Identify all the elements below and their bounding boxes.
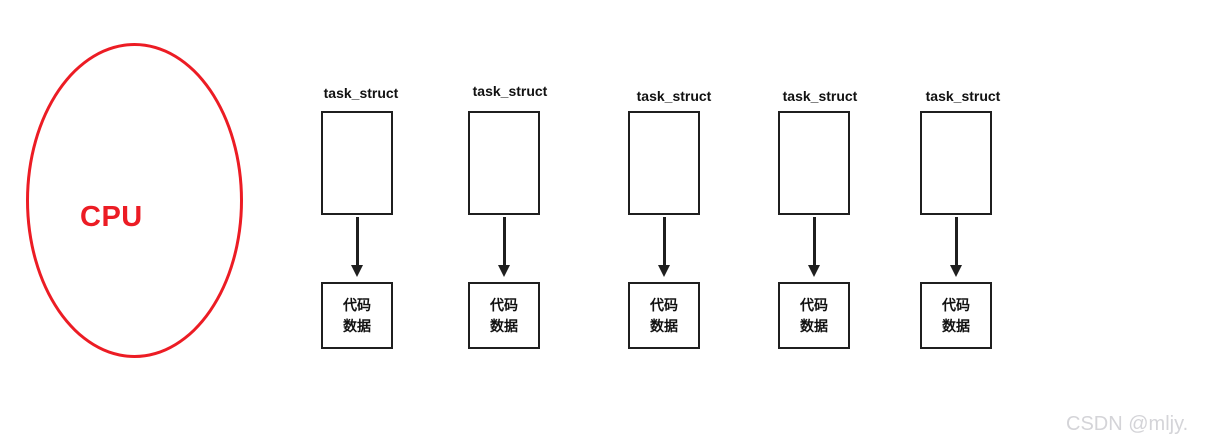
down-arrow-icon — [950, 215, 962, 282]
code-data-box: 代码 数据 — [321, 282, 393, 349]
arrow-line — [954, 217, 958, 266]
task-struct-label: task_struct — [323, 85, 399, 101]
cpu-ellipse — [26, 43, 243, 358]
code-label: 代码 — [490, 296, 518, 313]
watermark: CSDN @mljy. — [1066, 413, 1189, 435]
arrow-line — [662, 217, 666, 266]
task-struct-box — [628, 111, 700, 215]
arrow-head — [351, 265, 363, 277]
task-struct-label: task_struct — [636, 88, 712, 104]
process-column: task_struct 代码 数据 — [297, 84, 417, 349]
data-label: 数据 — [343, 317, 371, 334]
code-data-box: 代码 数据 — [468, 282, 540, 349]
process-column: task_struct 代码 数据 — [444, 83, 564, 349]
task-struct-label: task_struct — [782, 88, 858, 104]
down-arrow-icon — [498, 215, 510, 282]
arrow-line — [355, 217, 359, 266]
data-label: 数据 — [650, 317, 678, 334]
arrow-head — [808, 265, 820, 277]
process-column: task_struct 代码 数据 — [604, 84, 724, 349]
down-arrow-icon — [658, 215, 670, 282]
cpu-label: CPU — [80, 201, 143, 233]
code-label: 代码 — [800, 296, 828, 313]
task-struct-label: task_struct — [472, 83, 548, 99]
code-data-box: 代码 数据 — [628, 282, 700, 349]
process-column: task_struct 代码 数据 — [754, 84, 874, 349]
data-label: 数据 — [490, 317, 518, 334]
data-label: 数据 — [800, 317, 828, 334]
arrow-head — [950, 265, 962, 277]
arrow-head — [658, 265, 670, 277]
down-arrow-icon — [808, 215, 820, 282]
arrow-line — [812, 217, 816, 266]
task-struct-box — [321, 111, 393, 215]
arrow-head — [498, 265, 510, 277]
task-struct-box — [920, 111, 992, 215]
code-data-box: 代码 数据 — [778, 282, 850, 349]
data-label: 数据 — [942, 317, 970, 334]
task-struct-box — [778, 111, 850, 215]
code-data-box: 代码 数据 — [920, 282, 992, 349]
task-struct-box — [468, 111, 540, 215]
code-label: 代码 — [650, 296, 678, 313]
code-label: 代码 — [942, 296, 970, 313]
code-label: 代码 — [343, 296, 371, 313]
task-struct-label: task_struct — [925, 88, 1001, 104]
down-arrow-icon — [351, 215, 363, 282]
process-column: task_struct 代码 数据 — [896, 84, 1016, 349]
arrow-line — [502, 217, 506, 266]
